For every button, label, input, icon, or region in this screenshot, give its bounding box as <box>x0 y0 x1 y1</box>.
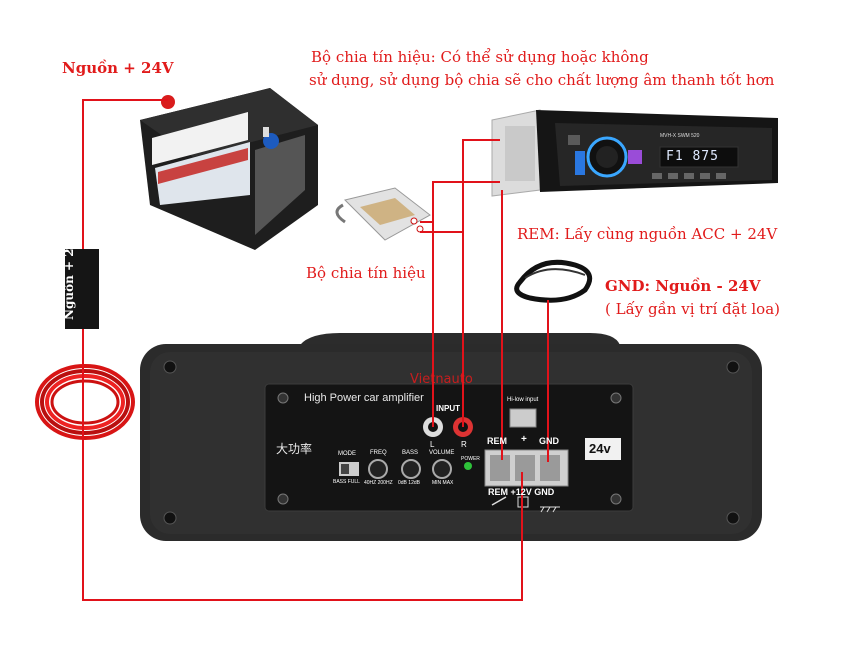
head-unit-display: F1 875 <box>666 149 719 164</box>
rem-note: REM: Lấy cùng nguồn ACC + 24V <box>517 225 778 243</box>
wires <box>82 99 549 601</box>
terminal-rem-top: REM <box>487 436 507 446</box>
gnd-sub-note: ( Lấy gần vị trí đặt loa) <box>605 300 781 318</box>
screw-icon <box>163 360 177 374</box>
battery <box>140 88 318 250</box>
gnd-cable <box>514 259 593 303</box>
splitter-note-line1: Bộ chia tín hiệu: Có thể sử dụng hoặc kh… <box>311 48 649 66</box>
terminal-plus-top: + <box>521 434 527 445</box>
screw-icon <box>726 511 740 525</box>
hilow-label: Hi-low input <box>507 397 539 403</box>
terminal-gnd-top: GND <box>539 436 559 446</box>
power-plus-label: Nguồn + 24V <box>62 59 174 77</box>
mode-sub-label: BASS FULL <box>333 479 360 485</box>
head-unit-model: MVH-X SWM 520 <box>660 133 700 139</box>
watermark: Vietnauto <box>410 372 473 387</box>
head-unit <box>491 109 778 197</box>
volume-sub-label: MIN MAX <box>432 480 454 486</box>
bass-label: BASS <box>402 450 419 456</box>
voltage-badge: 24v <box>589 441 611 456</box>
amplifier-panel <box>264 383 634 513</box>
wire-coil <box>35 364 135 440</box>
screw-icon <box>726 360 740 374</box>
vertical-power-label: Nguồn + 24V <box>62 230 76 320</box>
mode-label: MODE <box>338 451 356 457</box>
bass-sub-label: 0dB 12dB <box>398 480 420 486</box>
vertical-label-bg <box>65 249 99 329</box>
input-label: INPUT <box>436 404 460 413</box>
amp-title: High Power car amplifier <box>304 392 424 404</box>
freq-sub-label: 40HZ 200HZ <box>364 480 393 486</box>
volume-label: VOLUME <box>429 450 455 456</box>
gnd-note: GND: Nguồn - 24V <box>605 277 761 295</box>
splitter-label: Bộ chia tín hiệu <box>306 264 426 282</box>
terminal-bottom-label: REM +12V GND <box>488 487 555 497</box>
power-led-label: POWER <box>461 456 480 462</box>
freq-label: FREQ <box>370 450 387 456</box>
input-l-label: L <box>430 440 435 449</box>
input-r-label: R <box>461 440 467 449</box>
amp-chinese: 大功率 <box>276 442 313 456</box>
signal-splitter <box>335 187 431 241</box>
splitter-note-line2: sử dụng, sử dụng bộ chia sẽ cho chất lượ… <box>309 71 775 89</box>
screw-icon <box>163 511 177 525</box>
